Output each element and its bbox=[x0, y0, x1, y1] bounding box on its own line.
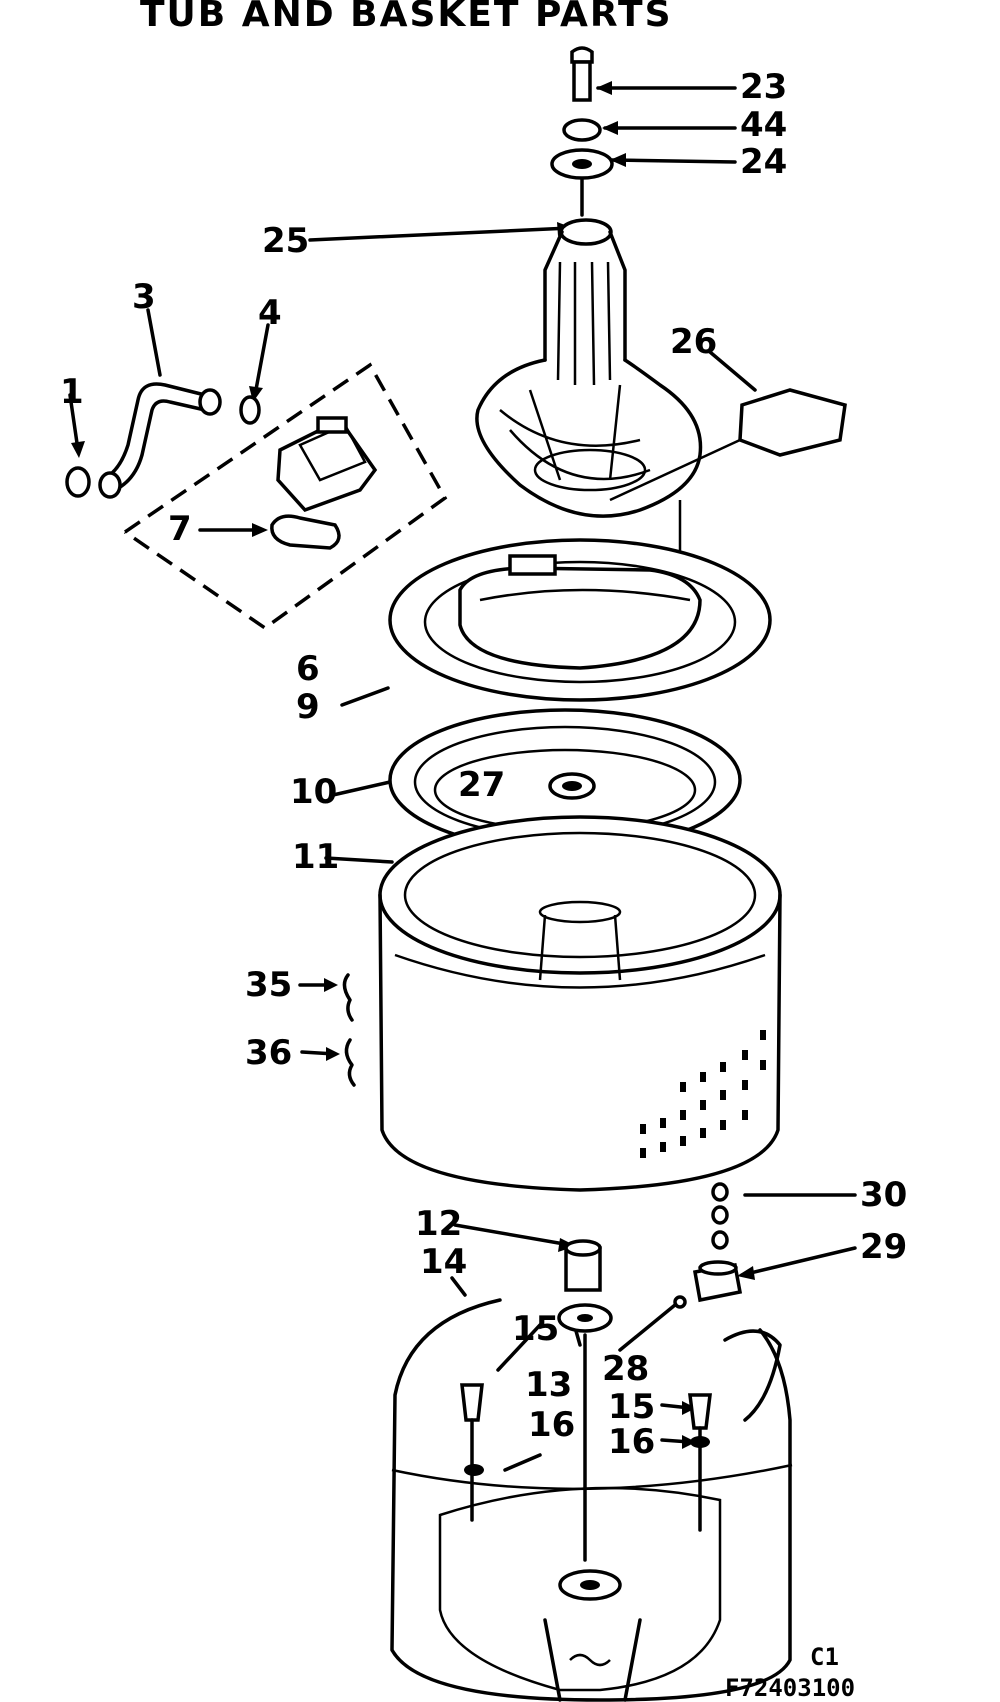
label-16-right: 16 bbox=[608, 1422, 656, 1462]
nut-27 bbox=[548, 772, 596, 800]
label-11: 11 bbox=[292, 837, 340, 877]
clip-35 bbox=[342, 973, 354, 1022]
label-27: 27 bbox=[458, 765, 506, 805]
label-30: 30 bbox=[860, 1175, 908, 1215]
nut-13 bbox=[557, 1303, 613, 1333]
clamp-4 bbox=[239, 395, 261, 425]
label-9: 9 bbox=[296, 687, 320, 727]
screw-23 bbox=[570, 46, 594, 102]
hose-3 bbox=[98, 382, 222, 499]
outer-tub-14 bbox=[390, 1298, 793, 1702]
label-12: 12 bbox=[415, 1204, 463, 1244]
label-4: 4 bbox=[258, 293, 282, 333]
footer-c1: C1 bbox=[810, 1643, 839, 1671]
label-1: 1 bbox=[60, 372, 84, 412]
washer-24 bbox=[550, 148, 614, 180]
cover-26 bbox=[609, 388, 847, 600]
ball-28 bbox=[673, 1295, 687, 1309]
valve-29 bbox=[692, 1260, 743, 1303]
label-26: 26 bbox=[670, 322, 718, 362]
kit-6-boundary bbox=[124, 362, 448, 631]
label-3: 3 bbox=[132, 277, 156, 317]
dispenser-part bbox=[276, 416, 378, 513]
tub-cover-9 bbox=[388, 538, 772, 702]
screw-15-right bbox=[688, 1393, 712, 1532]
label-28: 28 bbox=[602, 1349, 650, 1389]
label-36: 36 bbox=[245, 1033, 293, 1073]
seal-7 bbox=[270, 514, 341, 550]
label-35: 35 bbox=[245, 965, 293, 1005]
label-14: 14 bbox=[420, 1242, 468, 1282]
diagram-title: TUB AND BASKET PARTS bbox=[140, 0, 673, 35]
label-13: 13 bbox=[525, 1365, 573, 1405]
label-10: 10 bbox=[290, 772, 338, 812]
label-7: 7 bbox=[168, 509, 192, 549]
hub-12 bbox=[564, 1239, 602, 1292]
screw-15-left bbox=[460, 1383, 484, 1522]
label-16-left: 16 bbox=[528, 1405, 576, 1445]
label-15-right: 15 bbox=[608, 1387, 656, 1427]
basket-holes bbox=[640, 1030, 766, 1158]
basket-11 bbox=[378, 815, 782, 1192]
washer-44 bbox=[562, 118, 602, 142]
clamp-1 bbox=[65, 466, 91, 498]
label-29: 29 bbox=[860, 1227, 908, 1267]
agitator-25 bbox=[475, 218, 703, 518]
label-23: 23 bbox=[740, 67, 788, 107]
clip-36 bbox=[344, 1038, 356, 1087]
label-6: 6 bbox=[296, 649, 320, 689]
label-25: 25 bbox=[262, 221, 310, 261]
label-24: 24 bbox=[740, 142, 788, 182]
footer-code: F72403100 bbox=[725, 1674, 856, 1702]
parts-30 bbox=[711, 1182, 729, 1250]
label-44: 44 bbox=[740, 105, 788, 145]
label-15-left: 15 bbox=[512, 1309, 560, 1349]
